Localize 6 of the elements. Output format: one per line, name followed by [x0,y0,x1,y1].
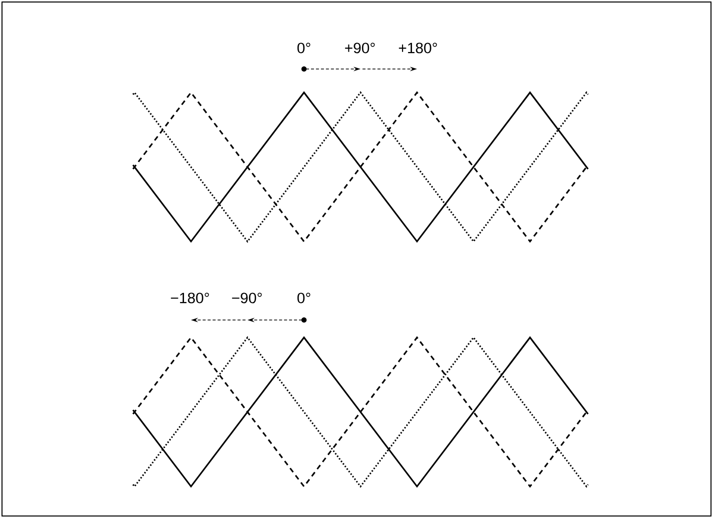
phase-label: +90° [345,42,375,54]
phase-label: 0° [297,42,310,54]
phase-label: 0° [297,292,310,304]
phase-label: +180° [398,42,437,54]
phase-label: −90° [232,292,262,304]
phase-label: −180° [170,292,209,304]
